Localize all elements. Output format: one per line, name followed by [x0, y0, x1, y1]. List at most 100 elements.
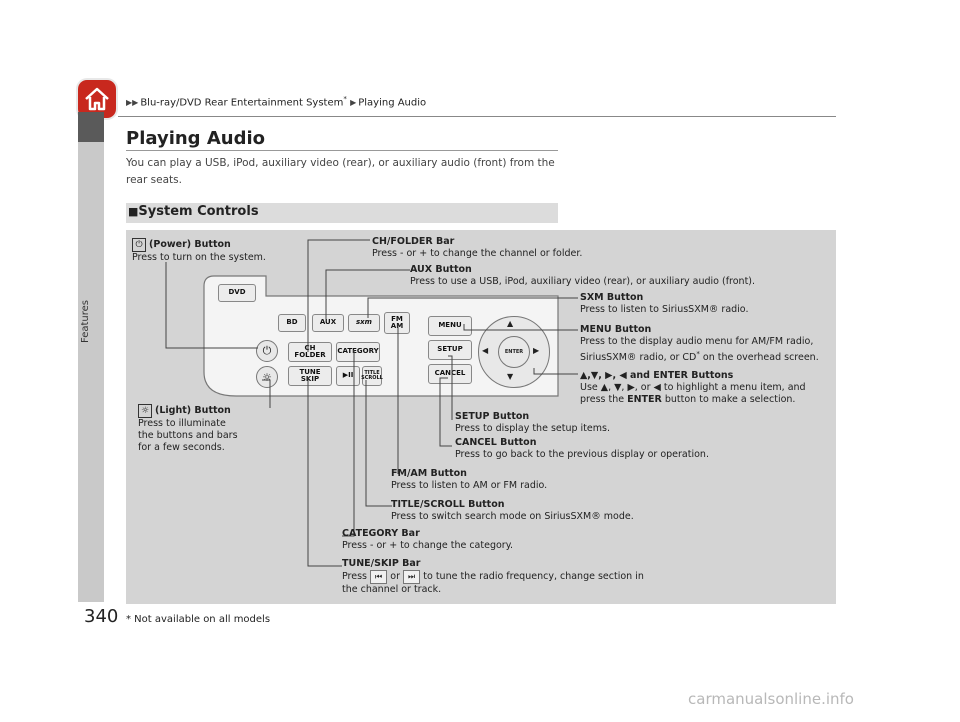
- breadcrumb-item[interactable]: Playing Audio: [358, 97, 427, 109]
- light-icon: ☼: [138, 404, 152, 418]
- enter-label: ENTER: [504, 349, 524, 355]
- callout-aux: AUX Button Press to use a USB, iPod, aux…: [410, 264, 755, 288]
- callout-desc: the channel or track.: [342, 584, 442, 595]
- callout-desc: or: [390, 571, 400, 582]
- callout-desc: Press to turn on the system.: [132, 252, 266, 263]
- callout-title: CATEGORY Bar: [342, 528, 420, 539]
- callout-power: ⏻ (Power) Button Press to turn on the sy…: [132, 238, 266, 264]
- callout-title: MENU Button: [580, 324, 652, 335]
- menu-button[interactable]: MENU: [428, 316, 472, 336]
- footnote-star: *: [696, 350, 700, 358]
- down-arrow-icon[interactable]: ▼: [507, 372, 514, 381]
- setup-button[interactable]: SETUP: [428, 340, 472, 360]
- category-label: CATEGORY: [337, 347, 379, 356]
- callout-desc: Press - or + to change the category.: [342, 540, 513, 551]
- callout-desc: Press - or + to change the channel or fo…: [372, 248, 583, 259]
- callout-desc: Press to the display audio menu for AM/F…: [580, 336, 814, 347]
- callout-title: TUNE/SKIP Bar: [342, 558, 421, 569]
- bd-label: BD: [286, 318, 298, 327]
- tune-label: TUNE: [299, 367, 321, 376]
- callout-desc: Press to illuminate: [138, 418, 226, 429]
- menu-label: MENU: [438, 321, 462, 330]
- callout-desc: Press to display the setup items.: [455, 423, 610, 434]
- folder-label: FOLDER: [294, 351, 326, 359]
- callout-desc-bold: ENTER: [627, 394, 662, 405]
- fm-label: FM: [391, 314, 403, 323]
- am-label: AM: [390, 322, 404, 330]
- skip-forward-icon: ⏭: [403, 570, 421, 584]
- watermark: carmanualsonline.info: [688, 690, 854, 708]
- callout-title: SXM Button: [580, 292, 644, 303]
- breadcrumb: ▶▶Blu-ray/DVD Rear Entertainment System*…: [126, 95, 427, 109]
- callout-title: CANCEL Button: [455, 437, 537, 448]
- ch-label: CH: [304, 343, 316, 352]
- breadcrumb-item[interactable]: Blu-ray/DVD Rear Entertainment System: [140, 97, 344, 109]
- callout-light: ☼ (Light) Button Press to illuminate the…: [138, 404, 238, 454]
- section-square-icon: ■: [128, 205, 139, 218]
- callout-title: AUX Button: [410, 264, 472, 275]
- power-button[interactable]: ⏻: [256, 340, 278, 362]
- callout-arrows: ▲,▼, ▶, ◀ and ENTER Buttons Use ▲, ▼, ▶,…: [580, 370, 806, 406]
- callout-desc: on the overhead screen.: [699, 352, 819, 364]
- scroll-label: SCROLL: [361, 375, 383, 381]
- callout-title: ▲,▼, ▶, ◀ and ENTER Buttons: [580, 370, 734, 381]
- callout-desc: button to make a selection.: [661, 394, 796, 405]
- callout-desc: press the: [580, 394, 628, 405]
- callout-cancel: CANCEL Button Press to go back to the pr…: [455, 437, 709, 461]
- footnote-star: *: [343, 95, 347, 103]
- cancel-button[interactable]: CANCEL: [428, 364, 472, 384]
- footnote: * Not available on all models: [126, 614, 271, 625]
- power-icon: ⏻: [132, 238, 146, 252]
- callout-title: CH/FOLDER Bar: [372, 236, 455, 247]
- left-arrow-icon[interactable]: ◀: [482, 346, 489, 355]
- callout-desc: Press to listen to SiriusSXM® radio.: [580, 304, 749, 315]
- callout-chfolder: CH/FOLDER Bar Press - or + to change the…: [372, 236, 582, 260]
- callout-desc: for a few seconds.: [138, 442, 225, 453]
- aux-label: AUX: [319, 318, 337, 327]
- enter-button[interactable]: ENTER: [498, 336, 530, 368]
- cancel-label: CANCEL: [434, 369, 466, 378]
- page-title: Playing Audio: [126, 128, 265, 149]
- sxm-button[interactable]: sxm: [348, 314, 380, 332]
- callout-title: TITLE/SCROLL Button: [391, 499, 505, 510]
- callout-desc: Press to go back to the previous display…: [455, 449, 709, 460]
- category-bar[interactable]: CATEGORY: [336, 342, 380, 362]
- callout-desc: SiriusSXM® radio, or CD: [580, 352, 697, 364]
- dvd-label: DVD: [228, 288, 246, 297]
- header-rule: [118, 116, 836, 117]
- callout-menu: MENU Button Press to the display audio m…: [580, 324, 819, 364]
- callout-desc: Press to listen to AM or FM radio.: [391, 480, 548, 491]
- callout-desc: to tune the radio frequency, change sect…: [423, 571, 644, 582]
- setup-label: SETUP: [437, 345, 463, 354]
- callout-category: CATEGORY Bar Press - or + to change the …: [342, 528, 513, 552]
- skip-label: SKIP: [300, 375, 320, 383]
- light-icon: ☼: [262, 370, 272, 384]
- light-button[interactable]: ☼: [256, 366, 278, 388]
- home-icon[interactable]: [78, 80, 116, 118]
- callout-desc: Use ▲, ▼, ▶, or ◀ to highlight a menu it…: [580, 382, 806, 393]
- bd-button[interactable]: BD: [278, 314, 306, 332]
- callout-title: (Light) Button: [155, 405, 231, 416]
- aux-button[interactable]: AUX: [312, 314, 344, 332]
- callout-desc: Press: [342, 571, 368, 582]
- callout-titlescroll: TITLE/SCROLL Button Press to switch sear…: [391, 499, 634, 523]
- dvd-button[interactable]: DVD: [218, 284, 256, 302]
- section-bar: [126, 203, 558, 223]
- sidebar-tab-active[interactable]: [78, 112, 104, 142]
- callout-setup: SETUP Button Press to display the setup …: [455, 411, 610, 435]
- callout-desc: the buttons and bars: [138, 430, 238, 441]
- callout-desc: Press to use a USB, iPod, auxiliary vide…: [410, 276, 756, 287]
- callout-title: SETUP Button: [455, 411, 530, 422]
- callout-sxm: SXM Button Press to listen to SiriusSXM®…: [580, 292, 748, 316]
- power-icon: ⏻: [262, 344, 272, 357]
- up-arrow-icon[interactable]: ▲: [507, 319, 514, 328]
- play-pause-label: ▶II: [342, 371, 354, 380]
- skip-back-icon: ⏮: [370, 570, 388, 584]
- right-arrow-icon[interactable]: ▶: [533, 346, 540, 355]
